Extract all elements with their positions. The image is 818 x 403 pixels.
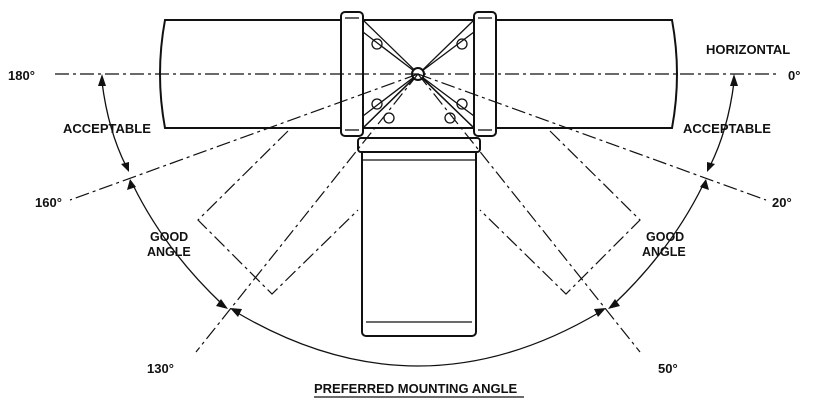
acceptable-label-right: ACCEPTABLE bbox=[683, 121, 771, 136]
angle-label-0: 0° bbox=[788, 68, 800, 83]
preferred-mounting-angle-label: PREFERRED MOUNTING ANGLE bbox=[314, 381, 518, 396]
ghost-pipe-outlines bbox=[197, 130, 641, 295]
angle-label-180: 180° bbox=[8, 68, 35, 83]
good-angle-label-right-2: ANGLE bbox=[642, 245, 686, 259]
good-angle-label-right-1: GOOD bbox=[646, 230, 684, 244]
good-angle-label-left-2: ANGLE bbox=[147, 245, 191, 259]
good-angle-label-left-1: GOOD bbox=[150, 230, 188, 244]
angle-label-20: 20° bbox=[772, 195, 792, 210]
acceptable-label-left: ACCEPTABLE bbox=[63, 121, 151, 136]
angle-arcs bbox=[98, 74, 738, 367]
bottom-pipe bbox=[357, 137, 481, 337]
angle-label-160: 160° bbox=[35, 195, 62, 210]
left-pipe bbox=[159, 11, 364, 137]
angle-reference-lines bbox=[55, 73, 780, 353]
horizontal-label: HORIZONTAL bbox=[706, 42, 790, 57]
angle-label-130: 130° bbox=[147, 361, 174, 376]
angle-label-50: 50° bbox=[658, 361, 678, 376]
